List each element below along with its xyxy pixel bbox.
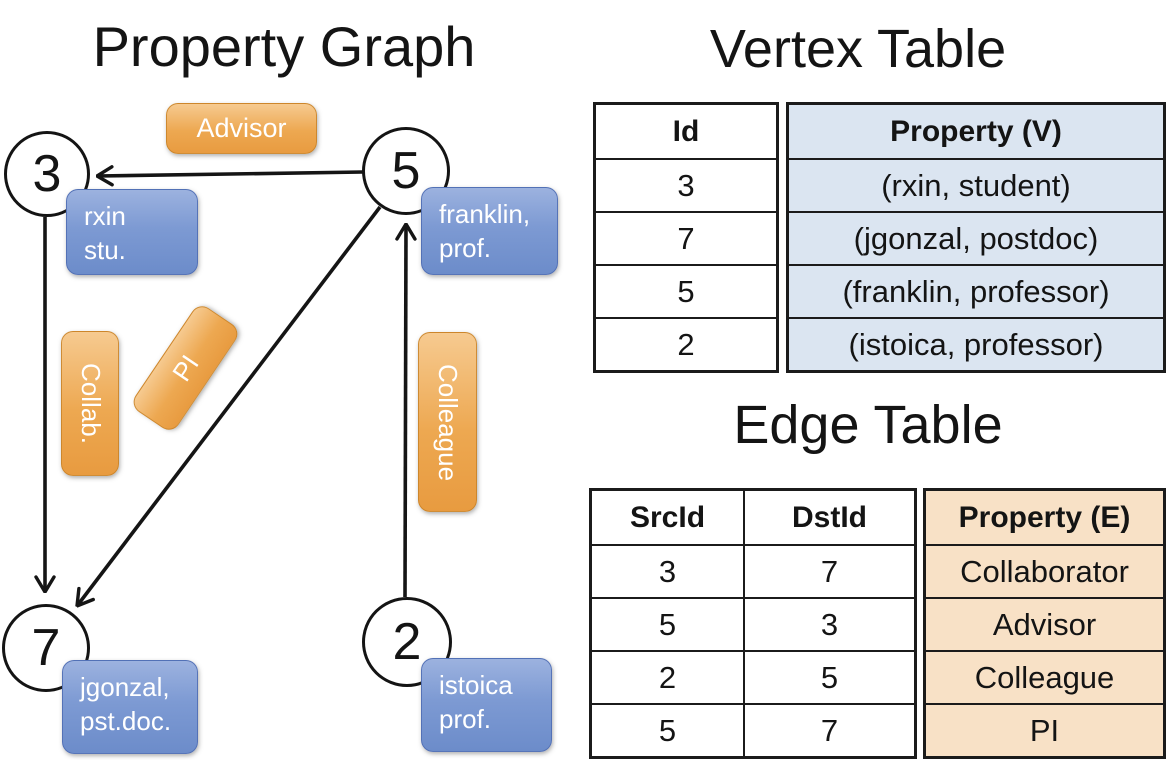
- table-row: 2 5: [592, 650, 914, 703]
- property-line: pst.doc.: [80, 706, 172, 737]
- table-row: 3 7: [592, 544, 914, 597]
- edge-table-header-property: Property (E): [926, 491, 1163, 544]
- table-row: PI: [926, 703, 1163, 756]
- edge-label-text: Collab.: [75, 363, 106, 444]
- edge-srcid-cell: 3: [658, 553, 677, 589]
- property-line: prof.: [439, 704, 492, 735]
- property-line: prof.: [439, 233, 492, 264]
- edge-arrow-pi-5-to-7: [77, 205, 382, 606]
- vertex-id-label: 2: [392, 613, 422, 671]
- property-line: rxin: [84, 201, 126, 231]
- edge-dstid-cell: 7: [743, 546, 914, 597]
- vertex-id-cell: 7: [677, 220, 695, 256]
- edge-property-cell: Advisor: [926, 599, 1163, 650]
- edge-label-text: Advisor: [196, 113, 287, 143]
- table-row: 5: [596, 264, 776, 317]
- vertex-table-property-block: Property (V) (rxin, student) (jgonzal, p…: [786, 102, 1166, 373]
- edge-table-property-block: Property (E) Collaborator Advisor Collea…: [923, 488, 1166, 759]
- edge-srcid-cell: 5: [658, 712, 677, 748]
- vertex-id-label: 7: [31, 619, 61, 677]
- vertex-table-header-property: Property (V): [789, 105, 1163, 158]
- table-row: Advisor: [926, 597, 1163, 650]
- table-row: (jgonzal, postdoc): [789, 211, 1163, 264]
- property-line: stu.: [84, 235, 126, 266]
- table-row: 5 7: [592, 703, 914, 756]
- vertex-property-cell: (istoica, professor): [789, 319, 1163, 370]
- vertex-property-box-rxin: rxin stu.: [66, 189, 198, 275]
- edge-dstid-cell: 5: [743, 652, 914, 703]
- table-row: Colleague: [926, 650, 1163, 703]
- edge-dstid-cell: 3: [743, 599, 914, 650]
- edge-label-colleague: Colleague: [418, 332, 477, 512]
- vertex-id-cell: 3: [677, 167, 695, 203]
- property-line: jgonzal,: [80, 672, 170, 702]
- edge-property-cell: PI: [926, 705, 1163, 756]
- table-row: (istoica, professor): [789, 317, 1163, 370]
- edge-srcid-cell: 2: [658, 659, 677, 695]
- vertex-table-title: Vertex Table: [709, 19, 1007, 79]
- property-line: franklin,: [439, 199, 531, 229]
- vertex-id-label: 5: [391, 142, 421, 200]
- table-row: 5 3: [592, 597, 914, 650]
- edge-table-header-dstid: DstId: [743, 491, 914, 544]
- vertex-table-id-block: Id 3 7 5 2: [593, 102, 779, 373]
- vertex-id-cell: 2: [677, 326, 695, 362]
- table-row: 2: [596, 317, 776, 370]
- vertex-property-box-istoica: istoica prof.: [421, 658, 552, 752]
- table-row: 3: [596, 158, 776, 211]
- edge-label-advisor: Advisor: [166, 103, 317, 154]
- table-row: (rxin, student): [789, 158, 1163, 211]
- edge-table-ids-block: SrcId DstId 3 7 5 3 2 5 5 7: [589, 488, 917, 759]
- vertex-id-label: 3: [32, 145, 62, 203]
- edge-srcid-cell: 5: [658, 606, 677, 642]
- property-line: istoica: [439, 670, 513, 700]
- edge-table-title: Edge Table: [733, 395, 1003, 455]
- vertex-property-cell: (franklin, professor): [789, 266, 1163, 317]
- property-graph-title: Property Graph: [92, 15, 476, 78]
- edge-property-cell: Colleague: [926, 652, 1163, 703]
- table-row: Collaborator: [926, 544, 1163, 597]
- edge-arrow-advisor-5-to-3: [97, 172, 364, 176]
- vertex-table-header-id: Id: [672, 114, 700, 148]
- vertex-property-box-franklin: franklin, prof.: [421, 187, 558, 275]
- edge-property-cell: Collaborator: [926, 546, 1163, 597]
- edge-label-collab: Collab.: [61, 331, 119, 476]
- vertex-property-box-jgonzal: jgonzal, pst.doc.: [62, 660, 198, 754]
- vertex-property-cell: (jgonzal, postdoc): [789, 213, 1163, 264]
- table-row: 7: [596, 211, 776, 264]
- vertex-property-cell: (rxin, student): [789, 160, 1163, 211]
- edge-table-header-srcid: SrcId: [629, 500, 706, 534]
- edge-label-text: Colleague: [433, 363, 463, 481]
- edge-arrow-colleague-2-to-5: [405, 224, 406, 598]
- vertex-node-3: 3: [4, 131, 90, 217]
- table-row: (franklin, professor): [789, 264, 1163, 317]
- edge-dstid-cell: 7: [743, 705, 914, 756]
- edge-label-text: PI: [165, 349, 205, 387]
- vertex-id-cell: 5: [677, 273, 695, 309]
